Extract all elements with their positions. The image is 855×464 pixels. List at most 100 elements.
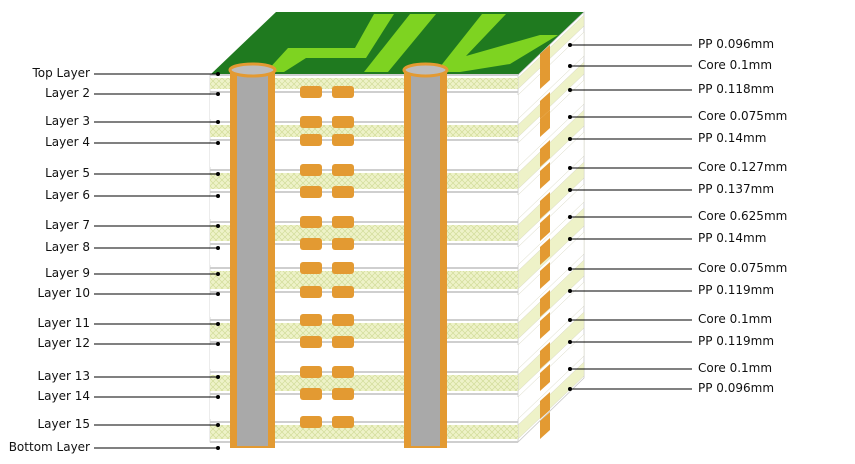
right-dielectric-label: PP 0.137mm [698, 182, 775, 196]
left-leader-dot [216, 141, 220, 145]
left-leader-dot [216, 92, 220, 96]
side-copper-tab [540, 342, 550, 369]
copper-pad [332, 216, 354, 228]
side-copper-tab [540, 392, 550, 419]
left-layer-label: Top Layer [32, 66, 90, 80]
copper-layer-line [210, 243, 518, 245]
via-top-cap [402, 62, 449, 78]
copper-pad [332, 416, 354, 428]
left-leader-dot [216, 120, 220, 124]
right-dielectric-label: PP 0.096mm [698, 37, 775, 51]
copper-pad [300, 366, 322, 378]
side-copper-tab [540, 238, 550, 265]
copper-pad [332, 164, 354, 176]
left-leader-dot [216, 246, 220, 250]
left-leader-dot [216, 375, 220, 379]
vias [228, 62, 449, 448]
copper-layer-line [210, 191, 518, 193]
left-layer-label: Layer 8 [45, 240, 90, 254]
left-leader-dot [216, 194, 220, 198]
right-dielectric-label: Core 0.1mm [698, 312, 773, 326]
copper-layer-line [210, 221, 518, 223]
right-leader-dot [568, 340, 572, 344]
left-layer-label: Layer 5 [45, 166, 90, 180]
right-leader-dot [568, 237, 572, 241]
copper-pad [300, 134, 322, 146]
right-dielectric-label: Core 0.127mm [698, 160, 788, 174]
right-leader-dot [568, 88, 572, 92]
copper-pad [300, 86, 322, 98]
copper-layer-line [210, 371, 518, 373]
left-layer-label: Layer 4 [45, 135, 90, 149]
left-leader-dot [216, 322, 220, 326]
right-dielectric-label: PP 0.118mm [698, 82, 775, 96]
top-trace [436, 14, 558, 72]
right-dielectric-label: Core 0.075mm [698, 261, 788, 275]
side-copper-tab [540, 140, 550, 167]
right-leader-dot [568, 318, 572, 322]
copper-layer-line [210, 441, 518, 443]
left-layer-label: Layer 10 [37, 286, 90, 300]
copper-layer-line [210, 421, 518, 423]
right-dielectric-label: PP 0.119mm [698, 334, 775, 348]
copper-pad [300, 186, 322, 198]
copper-pad [332, 286, 354, 298]
copper-pad [300, 416, 322, 428]
right-leader-dot [568, 137, 572, 141]
copper-pad [332, 336, 354, 348]
left-layer-label: Layer 3 [45, 114, 90, 128]
copper-pad [332, 262, 354, 274]
left-leader-dot [216, 342, 220, 346]
copper-layer-line [210, 341, 518, 343]
right-dielectric-label: PP 0.096mm [698, 381, 775, 395]
copper-pad [300, 314, 322, 326]
copper-layer-line [210, 121, 518, 123]
copper-pad [332, 134, 354, 146]
left-layer-label: Layer 2 [45, 86, 90, 100]
right-leader-dot [568, 64, 572, 68]
side-copper-tab [540, 312, 550, 339]
copper-pad [332, 116, 354, 128]
copper-layer-line [210, 169, 518, 171]
left-layer-label: Layer 7 [45, 218, 90, 232]
right-dielectric-label: PP 0.14mm [698, 131, 767, 145]
via-barrel [411, 72, 440, 446]
right-dielectric-label: Core 0.1mm [698, 58, 773, 72]
copper-pad [332, 314, 354, 326]
right-leader-dot [568, 267, 572, 271]
left-layer-label: Bottom Layer [8, 440, 90, 454]
left-leader-dot [216, 224, 220, 228]
side-copper-tab [540, 262, 550, 289]
left-leader-dot [216, 395, 220, 399]
top-traces [266, 14, 558, 72]
left-layer-label: Layer 11 [37, 316, 90, 330]
side-copper-tab [540, 364, 550, 391]
left-layer-label: Layer 13 [37, 369, 90, 383]
right-leader-dot [568, 215, 572, 219]
copper-pad [332, 238, 354, 250]
copper-layer-line [210, 267, 518, 269]
copper-layer-line [210, 139, 518, 141]
top-trace [266, 14, 394, 72]
copper-pad [332, 388, 354, 400]
side-copper-tab [540, 412, 550, 439]
copper-pad [300, 336, 322, 348]
right-dielectric-label: Core 0.1mm [698, 361, 773, 375]
left-leader-dot [216, 292, 220, 296]
copper-pad [300, 164, 322, 176]
right-leader-dot [568, 166, 572, 170]
copper-layer-line [210, 319, 518, 321]
side-copper-tab [540, 162, 550, 189]
copper-layer-line [210, 291, 518, 293]
copper-pad [332, 366, 354, 378]
copper-pad [300, 116, 322, 128]
left-leader-dot [216, 446, 220, 450]
copper-layer-line [210, 91, 518, 93]
leader-lines [94, 43, 692, 450]
left-leader-dot [216, 172, 220, 176]
via-barrel [237, 72, 268, 446]
prepreg-band [210, 78, 518, 89]
right-dielectric-label: PP 0.119mm [698, 283, 775, 297]
